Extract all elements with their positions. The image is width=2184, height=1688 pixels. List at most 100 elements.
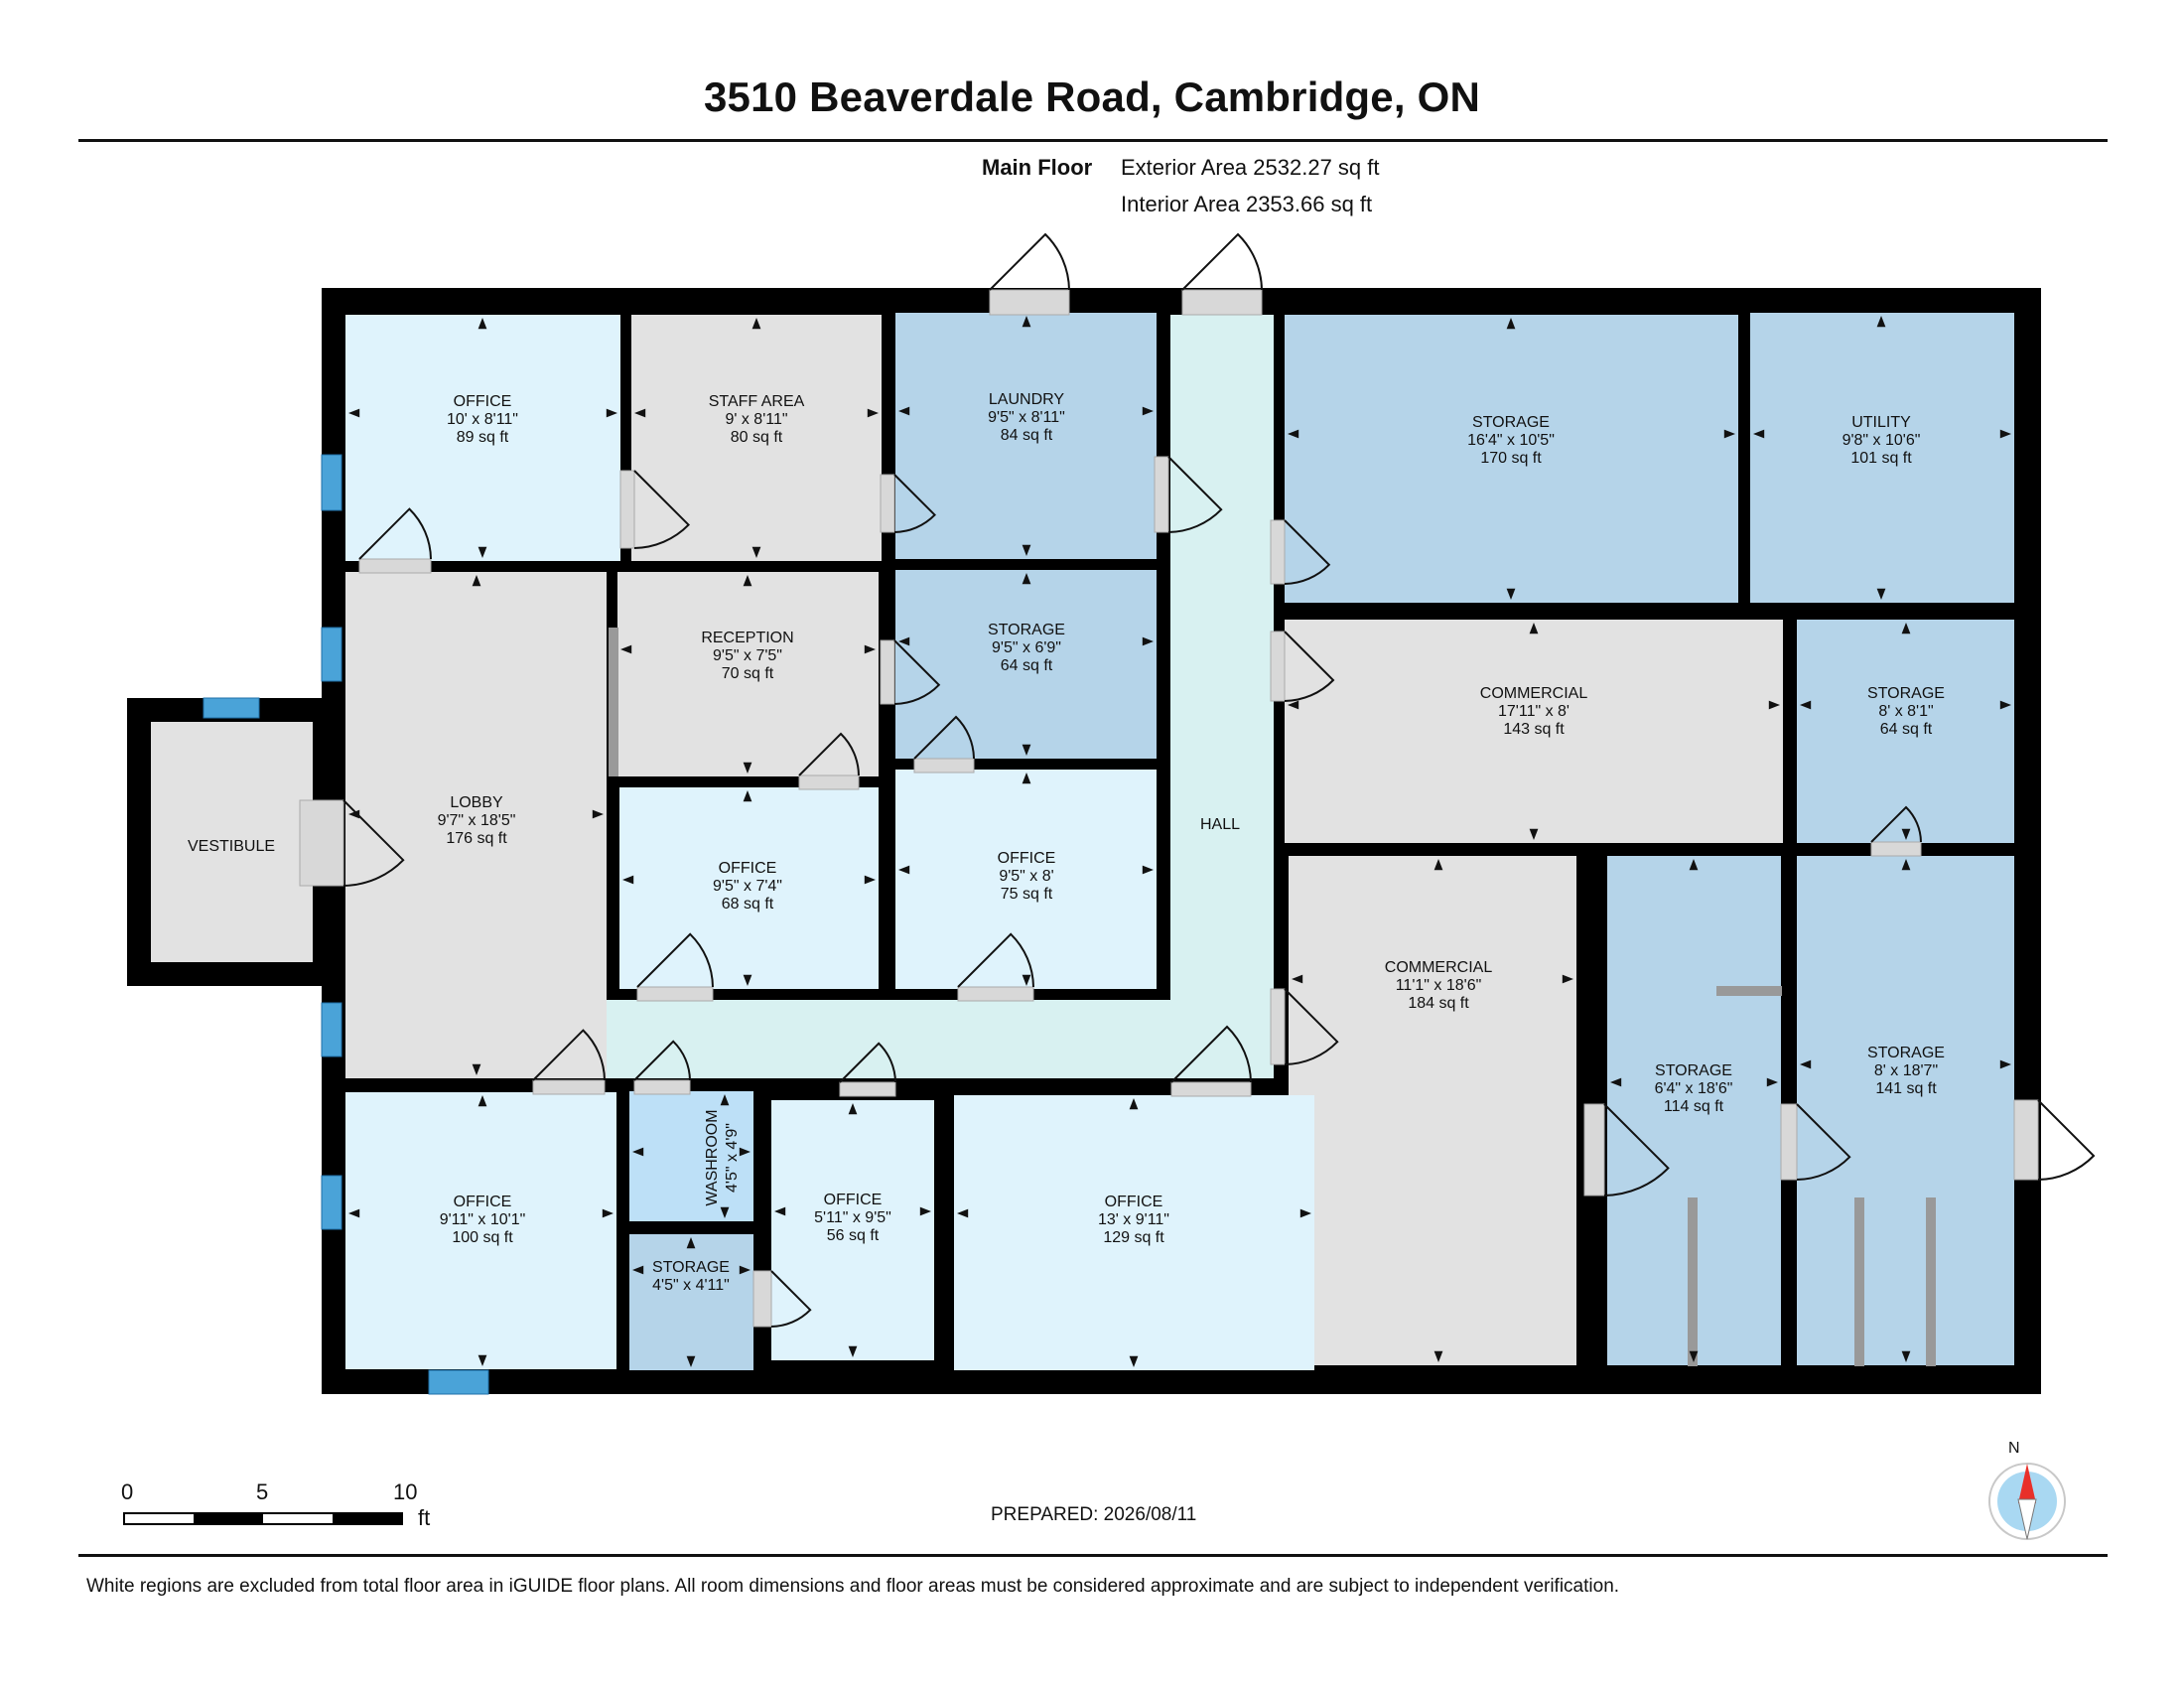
door-swing-3 — [358, 507, 432, 560]
storage-4-name: STORAGE — [1655, 1062, 1732, 1079]
office-5-name: OFFICE — [824, 1192, 883, 1208]
laundry-dims: 9'5" x 8'11" — [988, 409, 1065, 426]
doorway-11 — [913, 758, 975, 774]
partition-5 — [1688, 1197, 1698, 1366]
doorway-16 — [532, 1079, 606, 1095]
door-swing-1 — [989, 232, 1070, 291]
dim-arrow — [919, 1206, 931, 1216]
commercial-1-name: COMMERCIAL — [1480, 685, 1588, 702]
utility-floor — [1750, 313, 2014, 603]
disclaimer: White regions are excluded from total fl… — [86, 1576, 1620, 1597]
dim-arrow — [1022, 573, 1031, 585]
dim-arrow — [1562, 974, 1573, 984]
door-swing-17 — [633, 1040, 691, 1081]
door-swing-8 — [1284, 519, 1331, 585]
dim-arrow — [1142, 865, 1154, 875]
dim-arrow — [478, 1354, 487, 1366]
dim-arrow — [1433, 859, 1443, 871]
office-1-area: 89 sq ft — [457, 429, 509, 446]
office-5-floor — [771, 1100, 934, 1360]
door-swing-18 — [839, 1042, 896, 1083]
door-swing-5 — [893, 474, 937, 533]
office-6-dims: 13' x 9'11" — [1098, 1211, 1169, 1228]
scale-unit: ft — [418, 1505, 431, 1530]
dim-arrow — [348, 809, 360, 819]
commercial-2-floor — [1289, 856, 1576, 1365]
window-6 — [428, 1369, 489, 1395]
scale-label-0: 0 — [121, 1479, 134, 1504]
dim-arrow — [743, 575, 752, 587]
door-swing-16 — [532, 1029, 606, 1081]
dim-arrow — [1999, 700, 2011, 710]
dim-arrow — [1901, 1350, 1911, 1362]
interior-area: Interior Area 2353.66 sq ft — [1121, 192, 1373, 216]
hall-label: HALL — [1200, 816, 1240, 833]
hall-name: HALL — [1200, 816, 1240, 833]
door-swing-4 — [633, 470, 691, 549]
storage-6-name: STORAGE — [652, 1259, 730, 1276]
door-swing-24 — [1870, 805, 1922, 843]
storage-6-dims: 4'5" x 4'11" — [652, 1277, 730, 1294]
dim-arrow — [864, 644, 876, 654]
office-4-floor — [345, 1092, 616, 1369]
partition-3 — [1854, 1197, 1864, 1366]
doorway-17 — [633, 1079, 691, 1095]
office-3-floor — [895, 770, 1157, 989]
dim-arrow — [751, 318, 761, 330]
door-swing-12 — [342, 799, 405, 887]
dim-arrow — [1901, 828, 1911, 840]
storage-1-name: STORAGE — [1472, 414, 1550, 431]
door-swing-15 — [1284, 988, 1339, 1065]
utility-area: 101 sq ft — [1850, 450, 1912, 467]
dim-arrow — [1288, 429, 1299, 439]
window-3 — [321, 1002, 342, 1057]
dim-arrow — [1768, 700, 1780, 710]
doorway-8 — [1270, 519, 1286, 585]
dimension-arrows — [348, 316, 2011, 1367]
storage-3-dims: 8' x 8'1" — [1878, 703, 1933, 720]
dim-arrow — [1753, 429, 1765, 439]
dim-arrow — [1506, 318, 1516, 330]
door-swing-7 — [893, 639, 941, 705]
dim-arrow — [1022, 744, 1031, 756]
storage-2-name: STORAGE — [988, 622, 1065, 638]
office-4-dims: 9'11" x 10'1" — [440, 1211, 526, 1228]
commercial-2-area: 184 sq ft — [1408, 995, 1469, 1012]
storage-5-floor — [1797, 856, 2014, 1365]
dim-arrow — [622, 875, 634, 885]
office-6-name: OFFICE — [1105, 1194, 1163, 1210]
dim-arrow — [898, 865, 910, 875]
office-4-area: 100 sq ft — [452, 1229, 513, 1246]
dim-arrow — [1766, 1077, 1778, 1087]
window-2 — [321, 627, 342, 682]
door-swing-19 — [1170, 1025, 1252, 1083]
office-2-name: OFFICE — [719, 860, 777, 877]
dim-arrow — [720, 1206, 730, 1218]
window-1 — [321, 454, 342, 511]
commercial-1-dims: 17'11" x 8' — [1498, 703, 1570, 720]
dim-arrow — [1689, 859, 1699, 871]
partition-1 — [609, 628, 618, 776]
storage-5-area: 141 sq ft — [1875, 1080, 1937, 1097]
office-2-area: 68 sq ft — [722, 896, 774, 913]
doorway-6 — [1154, 456, 1169, 533]
dim-arrow — [1901, 859, 1911, 871]
doorway-10 — [798, 774, 860, 790]
staff-area-floor — [631, 315, 882, 561]
doorway-22 — [1780, 1103, 1798, 1181]
utility-name: UTILITY — [1851, 414, 1911, 431]
dim-arrow — [634, 408, 646, 418]
dim-arrow — [739, 1265, 751, 1275]
storage-4-dims: 6'4" x 18'6" — [1655, 1080, 1733, 1097]
dim-arrow — [1529, 623, 1539, 634]
door-swing-9 — [1284, 631, 1335, 702]
